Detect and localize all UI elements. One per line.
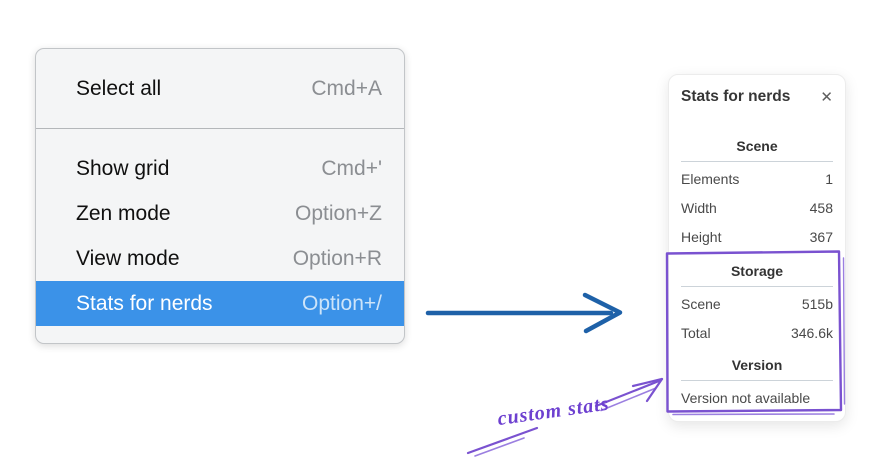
stat-row-width: Width 458 bbox=[681, 193, 833, 222]
menu-item-shortcut: Option+/ bbox=[302, 291, 382, 315]
section-divider bbox=[681, 161, 833, 162]
stat-label: Scene bbox=[681, 295, 721, 312]
context-menu: Select all Cmd+A Show grid Cmd+' Zen mod… bbox=[35, 48, 405, 344]
menu-item-shortcut: Option+Z bbox=[295, 201, 382, 225]
menu-item-select-all[interactable]: Select all Cmd+A bbox=[36, 49, 404, 128]
flow-arrow bbox=[425, 292, 623, 334]
menu-item-shortcut: Cmd+A bbox=[311, 76, 382, 100]
menu-item-label: Select all bbox=[76, 76, 162, 100]
stat-row-elements: Elements 1 bbox=[681, 164, 833, 193]
section-heading-scene: Scene bbox=[736, 138, 778, 154]
stat-value: 1 bbox=[825, 170, 833, 187]
annotation-label: custom stats bbox=[496, 392, 611, 431]
stat-label: Width bbox=[681, 199, 717, 216]
stat-value: 515b bbox=[801, 295, 833, 312]
version-note: Version not available bbox=[681, 390, 811, 406]
panel-title: Stats for nerds bbox=[681, 88, 791, 105]
menu-divider bbox=[36, 128, 404, 129]
menu-item-stats-for-nerds[interactable]: Stats for nerds Option+/ bbox=[36, 281, 404, 326]
stat-label: Total bbox=[681, 324, 711, 341]
close-icon: ✕ bbox=[820, 88, 833, 106]
stat-label: Elements bbox=[681, 170, 740, 187]
menu-item-shortcut: Cmd+' bbox=[321, 156, 382, 180]
stat-row-scene-storage: Scene 515b bbox=[681, 289, 833, 318]
section-divider bbox=[681, 380, 833, 381]
section-heading-version: Version bbox=[731, 357, 783, 373]
close-button[interactable]: ✕ bbox=[820, 90, 833, 105]
stat-value: 346.6k bbox=[790, 324, 833, 341]
stat-row-total-storage: Total 346.6k bbox=[681, 318, 833, 347]
menu-item-label: View mode bbox=[76, 246, 180, 270]
section-heading-storage: Storage bbox=[730, 263, 784, 279]
menu-group: Show grid Cmd+' Zen mode Option+Z View m… bbox=[36, 129, 404, 343]
menu-item-label: Stats for nerds bbox=[76, 291, 213, 315]
stat-value: 367 bbox=[809, 228, 833, 245]
stats-panel: Stats for nerds ✕ Scene Elements 1 Width… bbox=[668, 74, 846, 422]
annotation-arrow bbox=[466, 377, 664, 457]
menu-item-view-mode[interactable]: View mode Option+R bbox=[36, 236, 404, 281]
stat-value: 458 bbox=[809, 199, 833, 216]
menu-item-label: Show grid bbox=[76, 156, 170, 180]
stat-label: Height bbox=[681, 228, 722, 245]
menu-item-shortcut: Option+R bbox=[292, 246, 382, 270]
stats-panel-header: Stats for nerds ✕ bbox=[681, 86, 833, 108]
stat-row-height: Height 367 bbox=[681, 222, 833, 251]
menu-item-show-grid[interactable]: Show grid Cmd+' bbox=[36, 146, 404, 191]
menu-item-label: Zen mode bbox=[76, 201, 171, 225]
section-divider bbox=[681, 286, 833, 287]
menu-item-zen-mode[interactable]: Zen mode Option+Z bbox=[36, 191, 404, 236]
